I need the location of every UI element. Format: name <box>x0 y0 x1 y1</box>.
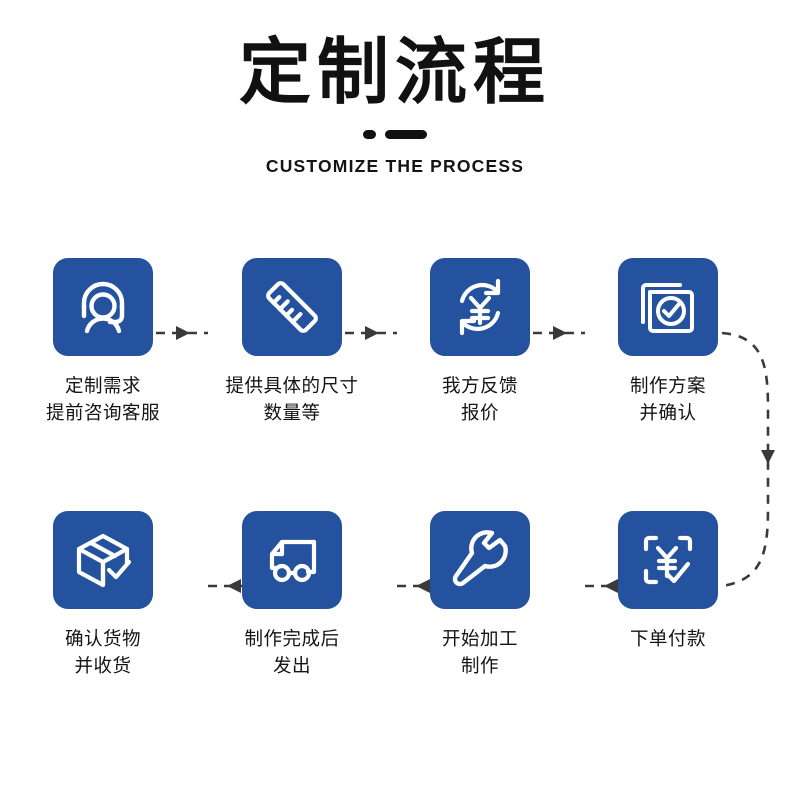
dot-dash-divider-icon <box>355 130 435 140</box>
page-subtitle: CUSTOMIZE THE PROCESS <box>265 155 525 176</box>
flow-step-provide-dimensions[interactable]: 提供具体的尺寸 数量等 <box>212 258 372 427</box>
page-title: 定制流程 <box>238 33 551 113</box>
flow-step-order-payment[interactable]: 下单付款 <box>588 511 748 653</box>
divider-bar <box>385 130 427 140</box>
flow-step-label: 定制需求 提前咨询客服 <box>45 375 160 423</box>
flow-step-start-processing[interactable]: 开始加工 制作 <box>400 511 560 680</box>
page-header: 定制流程 CUSTOMIZE THE PROCESS <box>0 0 790 177</box>
flow-step-label: 确认货物 并收货 <box>64 628 141 676</box>
flow-step-label: 制作方案 并确认 <box>629 375 706 423</box>
flow-step-label: 下单付款 <box>629 628 706 649</box>
flow-step-label: 制作完成后 发出 <box>244 628 340 676</box>
flow-step-shipped-out[interactable]: 制作完成后 发出 <box>212 511 372 680</box>
flow-step-label: 提供具体的尺寸 数量等 <box>225 375 359 423</box>
flow-step-label: 开始加工 制作 <box>441 628 518 676</box>
documents-check-icon <box>618 258 718 356</box>
package-check-icon <box>53 511 153 609</box>
flow-step-custom-requirement[interactable]: 定制需求 提前咨询客服 <box>23 258 183 427</box>
process-flow-diagram: 定制需求 提前咨询客服 提供具体的尺寸 数量等 <box>0 258 790 728</box>
headset-support-icon <box>53 258 153 356</box>
delivery-truck-icon <box>242 511 342 609</box>
yuan-refresh-quote-icon <box>430 258 530 356</box>
ruler-icon <box>242 258 342 356</box>
flow-step-confirm-receive[interactable]: 确认货物 并收货 <box>23 511 183 680</box>
flow-step-label: 我方反馈 报价 <box>441 375 518 423</box>
yuan-payment-check-icon <box>618 511 718 609</box>
flow-step-feedback-quote[interactable]: 我方反馈 报价 <box>400 258 560 427</box>
wrench-icon <box>430 511 530 609</box>
divider-dot <box>363 130 376 140</box>
flow-step-plan-confirm[interactable]: 制作方案 并确认 <box>588 258 748 427</box>
